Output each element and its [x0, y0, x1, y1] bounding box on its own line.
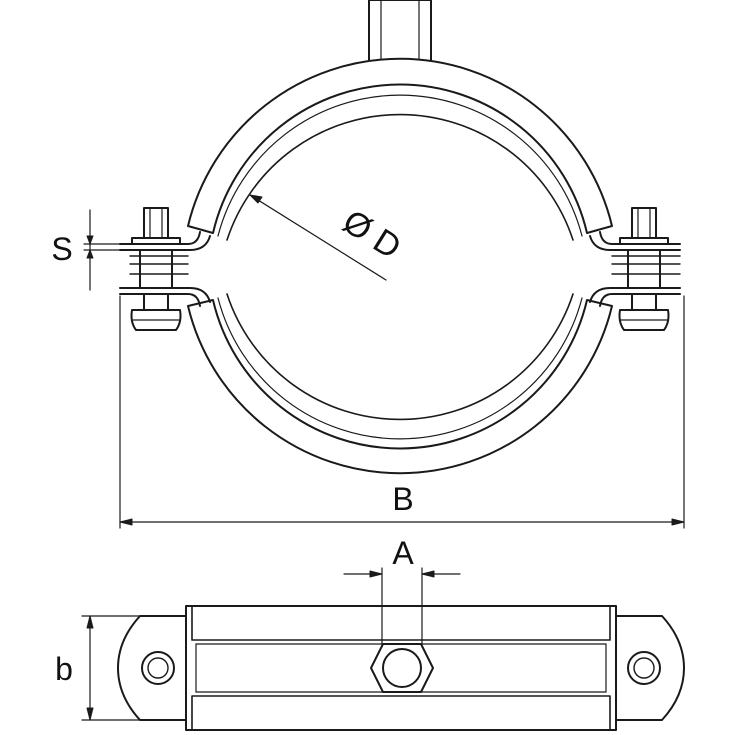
thickness-label: S — [51, 231, 72, 267]
band-width-label: b — [55, 651, 73, 687]
nut-width-label: A — [392, 535, 414, 571]
right-flange — [589, 231, 681, 307]
lower-rubber-insert — [226, 293, 574, 421]
right-ear — [615, 615, 685, 721]
diameter-dimension — [249, 194, 387, 281]
upper-clamp-band — [187, 57, 613, 234]
front-view: Ø D S B — [51, 0, 685, 529]
band-width-dimension — [81, 615, 187, 721]
left-ear — [117, 615, 187, 721]
left-bolt — [129, 207, 189, 331]
center-hex-nut — [370, 643, 434, 693]
bottom-view: A b — [55, 535, 685, 731]
diameter-label: Ø D — [336, 203, 407, 267]
overall-width-label: B — [392, 481, 413, 517]
top-threaded-nut — [368, 0, 432, 69]
nut-width-dimension — [343, 567, 461, 645]
lower-clamp-band — [187, 299, 613, 475]
right-bolt — [611, 207, 681, 331]
left-flange — [119, 231, 211, 307]
upper-rubber-insert — [226, 113, 574, 241]
overall-width-dimension — [119, 295, 685, 529]
thickness-dimension — [83, 209, 121, 291]
